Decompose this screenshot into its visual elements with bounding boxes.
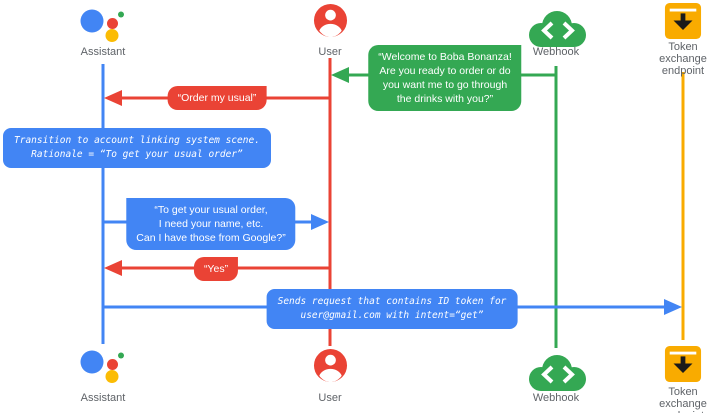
- transition-note-box: Transition to account linking system sce…: [3, 128, 271, 168]
- token-endpoint-icon-bottom: [664, 345, 702, 383]
- sends-request-note-box: Sends request that contains ID token for…: [266, 289, 518, 329]
- user-label-top: User: [318, 46, 342, 58]
- token-endpoint-label-bottom: Token exchange endpoint: [659, 386, 707, 413]
- assistant-icon-bottom: [80, 349, 126, 385]
- user-icon: [313, 3, 348, 38]
- webhook-cloud-icon-bottom: [521, 353, 591, 393]
- user-label-bottom: User: [318, 392, 342, 404]
- assistant-label-bottom: Assistant: [80, 392, 126, 404]
- get-your-order-bubble: “To get your usual order, I need your na…: [126, 198, 296, 250]
- order-arrowhead-left-icon: [104, 90, 122, 106]
- order-my-usual-bubble: “Order my usual”: [167, 86, 267, 110]
- yes-arrowhead-left-icon: [104, 260, 122, 276]
- webhook-label-top: Webhook: [532, 46, 580, 58]
- welcome-arrowhead-left-icon: [331, 67, 349, 83]
- user-icon-bottom: [313, 348, 348, 383]
- sends-arrowhead-right-icon: [664, 299, 682, 315]
- assistant-icon: [80, 8, 126, 44]
- yes-bubble: “Yes”: [193, 257, 239, 281]
- getorder-arrowhead-right-icon: [311, 214, 329, 230]
- webhook-label-bottom: Webhook: [532, 392, 580, 404]
- webhook-cloud-icon: [521, 9, 591, 49]
- token-endpoint-label-top: Token exchange endpoint: [659, 41, 707, 77]
- assistant-label-top: Assistant: [80, 46, 126, 58]
- welcome-message-bubble: “Welcome to Boba Bonanza! Are you ready …: [368, 45, 522, 111]
- token-endpoint-icon: [664, 2, 702, 40]
